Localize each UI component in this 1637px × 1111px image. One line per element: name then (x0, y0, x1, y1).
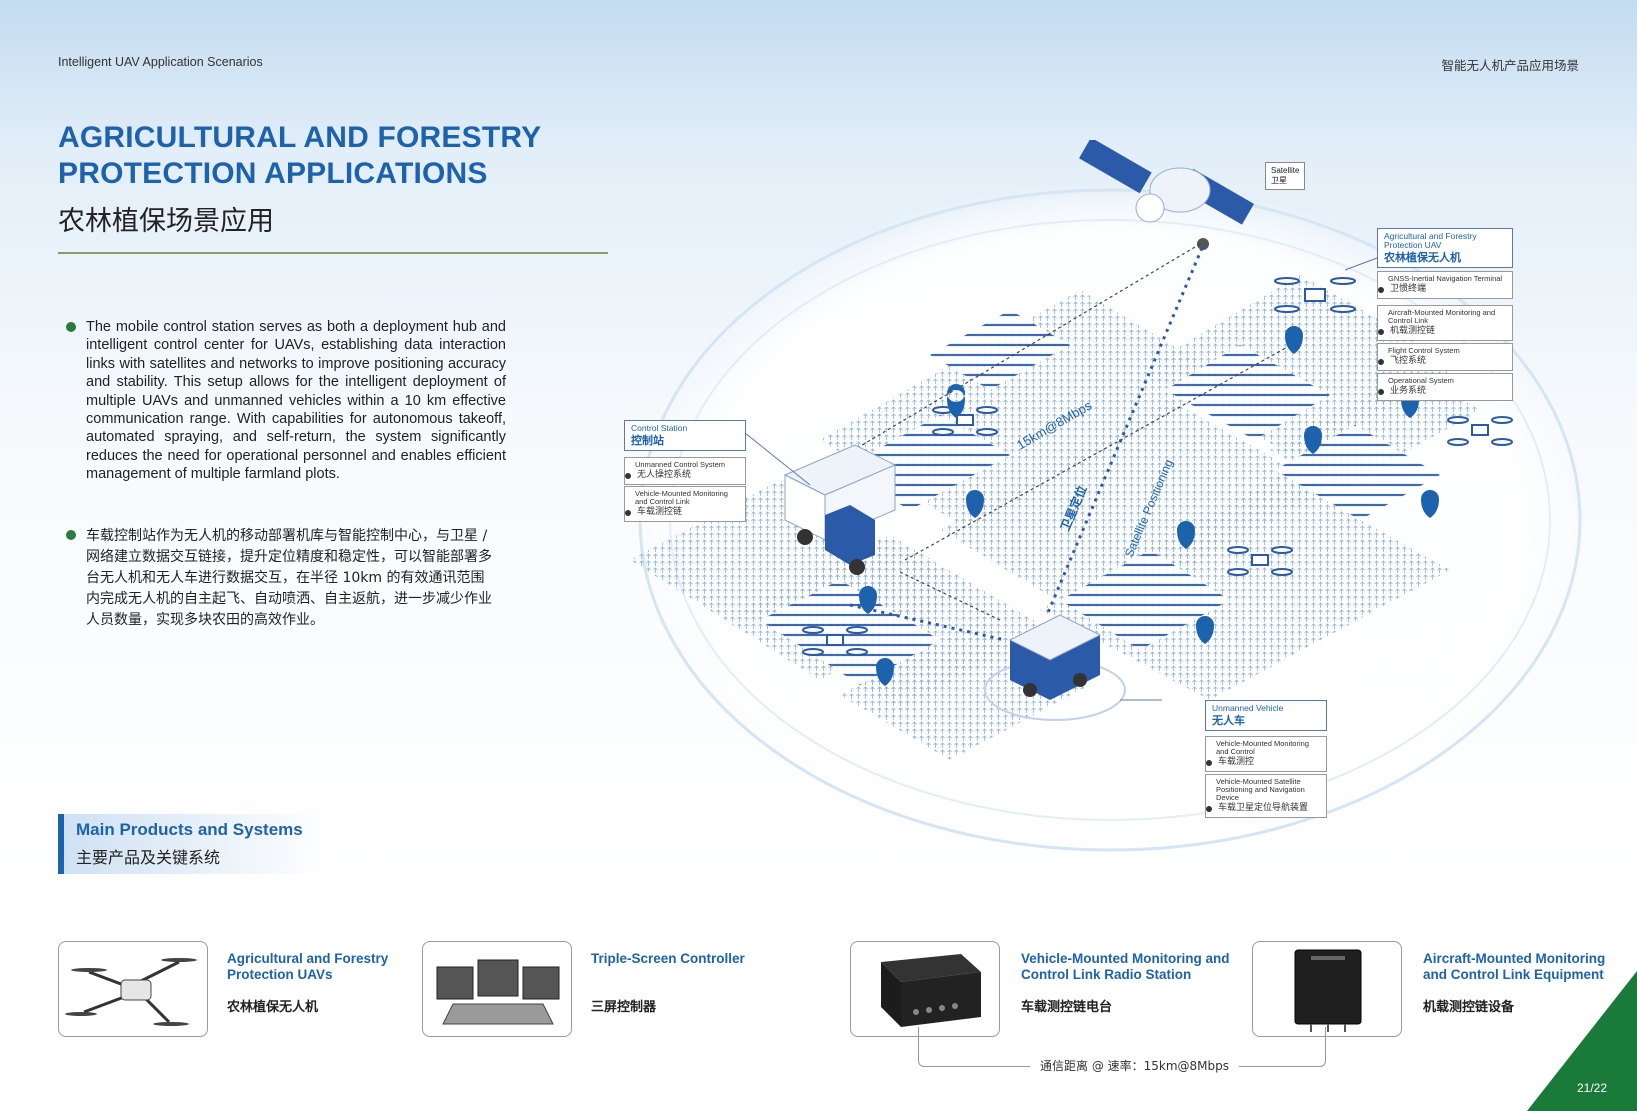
uav-item: Aircraft-Mounted Monitoring and Control … (1377, 305, 1513, 341)
page-title-cn: 农林植保场景应用 (58, 206, 274, 237)
bullet-dot (66, 322, 76, 332)
product-name-en: Agricultural and Forestry Protection UAV… (227, 951, 389, 982)
triple-screen-controller-icon (436, 959, 560, 1025)
unmanned-vehicle-icon (984, 614, 1126, 721)
product-name-cn: 三屏控制器 (591, 1000, 657, 1015)
control-station-item: Vehicle-Mounted Monitoring and Control L… (624, 486, 746, 522)
paragraph-en-text: The mobile control station serves as bot… (86, 319, 506, 483)
unmanned-vehicle-label: Unmanned Vehicle 无人车 (1205, 700, 1327, 731)
unmanned-vehicle-label-cn: 无人车 (1212, 714, 1245, 727)
product-image-controller (422, 941, 572, 1037)
main-products-heading-en: Main Products and Systems (76, 820, 303, 839)
title-line-2: PROTECTION APPLICATIONS (58, 157, 488, 190)
main-products-heading-cn: 主要产品及关键系统 (76, 848, 221, 867)
product-image-uav (58, 941, 208, 1037)
uav-label-cn: 农林植保无人机 (1384, 251, 1461, 264)
unmanned-vehicle-label-en: Unmanned Vehicle (1212, 703, 1284, 713)
paragraph-cn-text: 车载控制站作为无人机的移动部署机库与智能控制中心，与卫星 / 网络建立数据交互链… (86, 528, 492, 628)
control-station-label: Control Station 控制站 (624, 420, 746, 451)
title-divider (58, 252, 608, 254)
paragraph-cn: 车载控制站作为无人机的移动部署机库与智能控制中心，与卫星 / 网络建立数据交互链… (66, 526, 496, 631)
header-right: 智能无人机产品应用场景 (1441, 58, 1579, 73)
uav-label-en: Agricultural and Forestry Protection UAV (1384, 231, 1477, 250)
uav-label: Agricultural and Forestry Protection UAV… (1377, 228, 1513, 268)
corner-decoration (1527, 971, 1637, 1111)
product-name-cn: 机载测控链设备 (1423, 1000, 1515, 1015)
airborne-link-equipment-icon (1294, 949, 1362, 1032)
radio-station-icon (881, 954, 981, 1027)
scenario-illustration: 15km@8Mbps 卫星定位 Satellite Positioning (630, 137, 1582, 860)
product-image-airborne-link (1252, 941, 1402, 1037)
title-line-1: AGRICULTURAL AND FORESTRY (58, 121, 542, 154)
page-title: AGRICULTURAL AND FORESTRY PROTECTION APP… (58, 120, 618, 192)
main-products-heading: Main Products and Systems 主要产品及关键系统 (58, 814, 328, 874)
bullet-dot (66, 530, 76, 540)
page-number: 21/22 (1576, 1081, 1607, 1095)
paragraph-en: The mobile control station serves as bot… (66, 318, 506, 484)
product-name-en: Triple-Screen Controller (591, 951, 745, 966)
scenario-diagram: 15km@8Mbps 卫星定位 Satellite Positioning Sa… (610, 137, 1620, 860)
control-station-label-en: Control Station (631, 423, 688, 433)
satellite-label: Satellite 卫星 (1265, 162, 1306, 190)
product-name-cn: 车载测控链电台 (1021, 1000, 1113, 1015)
product-image-radio-station (850, 941, 1000, 1037)
control-station-label-cn: 控制站 (631, 434, 664, 447)
product-name-cn: 农林植保无人机 (227, 1000, 319, 1015)
product-name-en: Vehicle-Mounted Monitoring and Control L… (1021, 951, 1230, 982)
header-left: Intelligent UAV Application Scenarios (58, 55, 263, 69)
data-link-lines (794, 243, 1301, 642)
satellite-icon (1079, 137, 1254, 225)
unmanned-vehicle-item: Vehicle-Mounted Satellite Positioning an… (1205, 774, 1327, 818)
comm-note: 通信距离 @ 速率：15km@8Mbps (1030, 1057, 1240, 1074)
satellite-label-en: Satellite (1271, 166, 1300, 175)
uav-product-icon (65, 958, 197, 1026)
drone-icon (802, 277, 1513, 656)
control-station-truck-icon (783, 444, 897, 575)
satellite-label-cn: 卫星 (1271, 176, 1287, 185)
